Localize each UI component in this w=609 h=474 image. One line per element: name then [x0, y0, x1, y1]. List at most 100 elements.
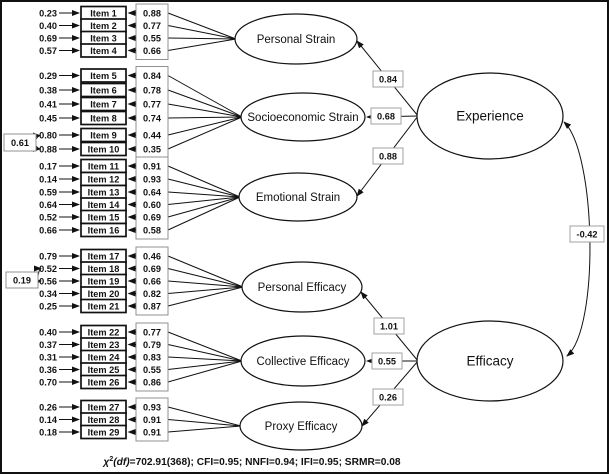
- item-label: Item 2: [90, 21, 117, 31]
- fan-line: [167, 89, 243, 118]
- item-label: Item 7: [90, 99, 117, 109]
- path-coefficient: 0.55: [378, 356, 396, 366]
- item-label: Item 16: [88, 225, 120, 235]
- error-value: 0.25: [39, 301, 57, 311]
- error-value: 0.64: [39, 200, 58, 210]
- fan-line: [167, 280, 244, 288]
- fan-line: [167, 116, 243, 136]
- path-coefficient-box: [372, 147, 404, 165]
- path-coefficient-box: [371, 352, 403, 370]
- factor-label: Proxy Efficacy: [265, 421, 338, 433]
- factor-ellipse: [241, 261, 363, 313]
- item-label: Item 22: [88, 327, 120, 337]
- error-value: 0.37: [39, 340, 57, 350]
- path-coefficient: 0.84: [379, 74, 398, 84]
- loading-value: 0.83: [143, 352, 161, 362]
- loading-value: 0.79: [143, 340, 161, 350]
- item-label: Item 4: [90, 46, 117, 56]
- fan-line: [167, 37, 237, 40]
- error-value: 0.70: [39, 377, 57, 387]
- loading-value: 0.77: [143, 327, 161, 337]
- loadings-box: [135, 156, 169, 240]
- item-label: Item 19: [88, 276, 120, 286]
- path-coefficient: 0.26: [379, 392, 397, 402]
- error-value: 0.38: [39, 85, 57, 95]
- fan-line: [167, 356, 243, 362]
- fan-line: [167, 25, 237, 40]
- fan-line: [167, 116, 243, 150]
- loading-value: 0.64: [143, 187, 162, 197]
- fan-line: [167, 255, 244, 288]
- correlated-error-group: 0.19: [5, 265, 42, 289]
- item-label: Item 28: [88, 415, 120, 425]
- loading-value: 0.91: [143, 427, 161, 437]
- error-value: 0.52: [39, 264, 57, 274]
- error-value: 0.59: [39, 187, 57, 197]
- loadings-box: [135, 246, 169, 316]
- correlated-error-box: [3, 133, 37, 152]
- item-label: Item 23: [88, 340, 120, 350]
- second-order-label: Efficacy: [466, 354, 513, 369]
- path-coefficient-box: [370, 107, 402, 125]
- second-order-ellipse: [416, 72, 564, 160]
- loadings-box: [135, 3, 169, 60]
- item-label: Item 12: [88, 174, 120, 184]
- loadings-box: [135, 66, 169, 159]
- chi-superscript: 2: [109, 456, 113, 463]
- path-coefficient: 0.68: [377, 111, 395, 121]
- fan-line: [167, 196, 241, 231]
- loading-value: 0.55: [143, 365, 161, 375]
- correlation-coefficient-box: [569, 225, 605, 243]
- fan-line: [167, 268, 244, 288]
- item-label: Item 27: [88, 402, 120, 412]
- correlated-error-value: 0.19: [13, 275, 31, 285]
- fit-values: =702.91(368); CFI=0.95; NNFI=0.94; IFI=0…: [130, 457, 401, 468]
- factor-label: Personal Efficacy: [258, 282, 347, 294]
- fan-line: [167, 360, 243, 383]
- factor-ellipse: [240, 335, 366, 387]
- error-value: 0.52: [39, 212, 57, 222]
- error-value: 0.31: [39, 352, 57, 362]
- fan-line: [167, 286, 244, 307]
- factor-label: Socioeconomic Strain: [247, 112, 358, 124]
- error-value: 0.41: [39, 99, 57, 109]
- loading-value: 0.78: [143, 85, 161, 95]
- correlated-error-box: [5, 271, 39, 289]
- item-label: Item 14: [88, 200, 121, 210]
- correlation-group: -0.42: [563, 121, 605, 357]
- item-box: [80, 298, 127, 314]
- item-box: [80, 110, 127, 126]
- item-box: [80, 127, 127, 143]
- loading-value: 0.86: [143, 377, 161, 387]
- item-label: Item 26: [88, 377, 120, 387]
- factor-ellipse: [238, 172, 358, 222]
- item-label: Item 5: [90, 71, 117, 81]
- loading-value: 0.74: [143, 113, 162, 123]
- error-value: 0.56: [39, 276, 57, 286]
- loading-value: 0.93: [143, 402, 161, 412]
- loading-value: 0.46: [143, 251, 161, 261]
- correlated-error-value: 0.61: [11, 138, 29, 148]
- fan-line: [167, 196, 241, 218]
- loading-value: 0.91: [143, 161, 161, 171]
- item-label: Item 29: [88, 427, 120, 437]
- fan-line: [167, 116, 243, 119]
- fan-line: [167, 12, 237, 40]
- path-coefficient-box: [372, 70, 404, 88]
- factor-label: Emotional Strain: [256, 192, 340, 204]
- fan-line: [167, 419, 242, 427]
- error-value: 0.80: [39, 130, 57, 140]
- item-box: [80, 68, 127, 83]
- item-box: [80, 374, 127, 390]
- loading-value: 0.44: [143, 130, 162, 140]
- df-label: (df): [113, 457, 130, 468]
- item-label: Item 1: [90, 8, 117, 18]
- item-label: Item 6: [90, 85, 117, 95]
- correlation-coefficient: -0.42: [577, 229, 598, 239]
- item-box: [80, 96, 127, 112]
